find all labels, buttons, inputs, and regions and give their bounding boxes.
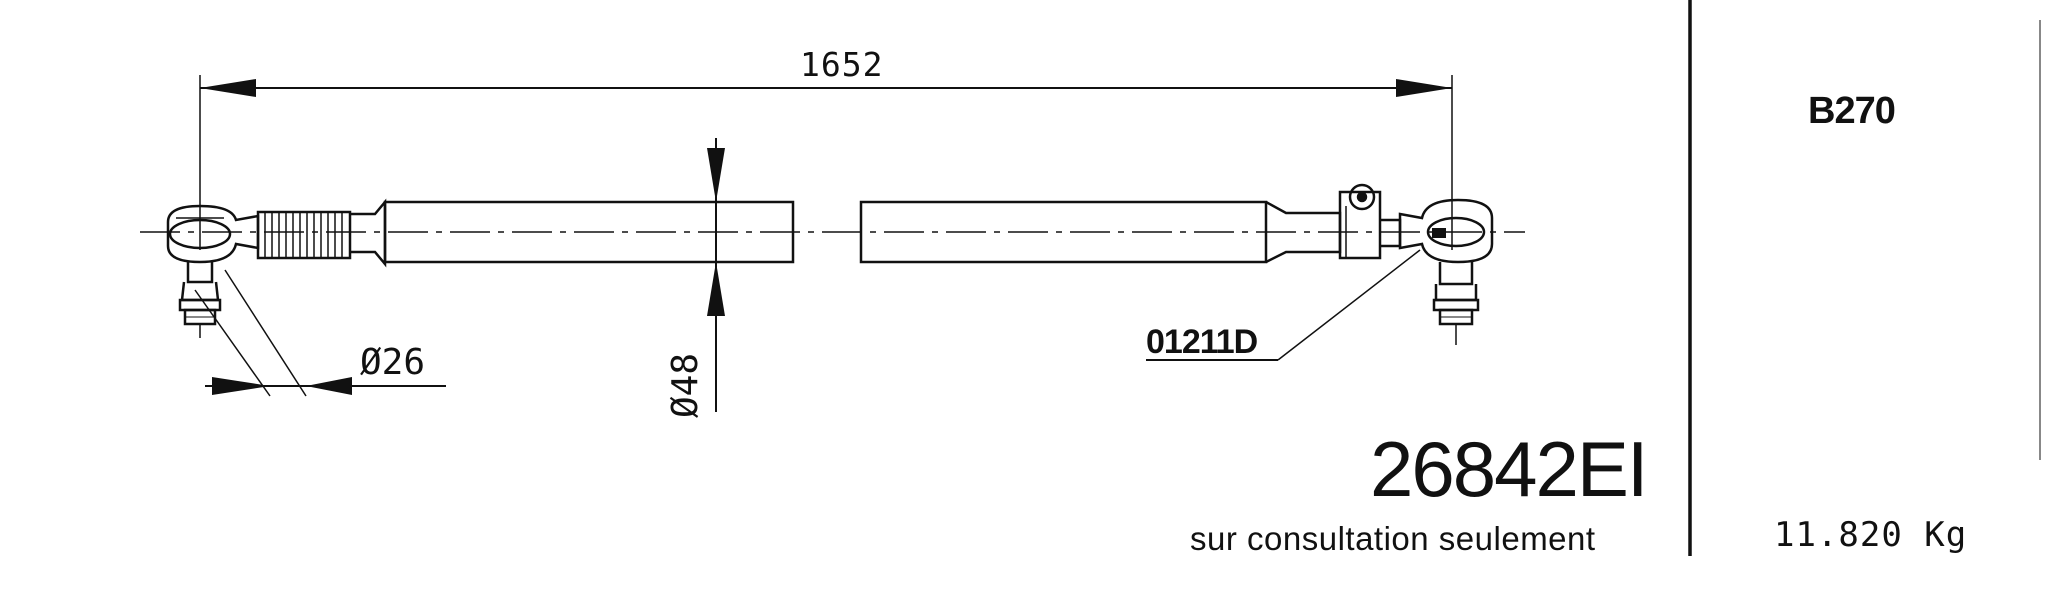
ball-diameter-dimension [194,269,446,397]
weight-value: 11.820 Kg [1774,515,1968,555]
length-dimension-line [199,75,1453,250]
clamp-reference-leader [1146,249,1421,361]
tube-diameter-dimension [707,138,725,412]
tube-clamp [1338,183,1402,260]
ball-diameter-label: Ø26 [360,342,426,383]
tube-diameter-label: Ø48 [665,352,706,418]
left-tube [383,200,795,264]
threaded-section [256,198,387,268]
right-ball-joint [1398,198,1494,345]
availability-note: sur consultation seulement [1190,520,1596,557]
left-ball-joint [166,204,260,338]
part-number: 26842EI [1370,425,1649,513]
clamp-reference-label: 01211D [1146,323,1258,361]
model-code: B270 [1808,90,1896,132]
length-dimension-label: 1652 [800,45,884,84]
